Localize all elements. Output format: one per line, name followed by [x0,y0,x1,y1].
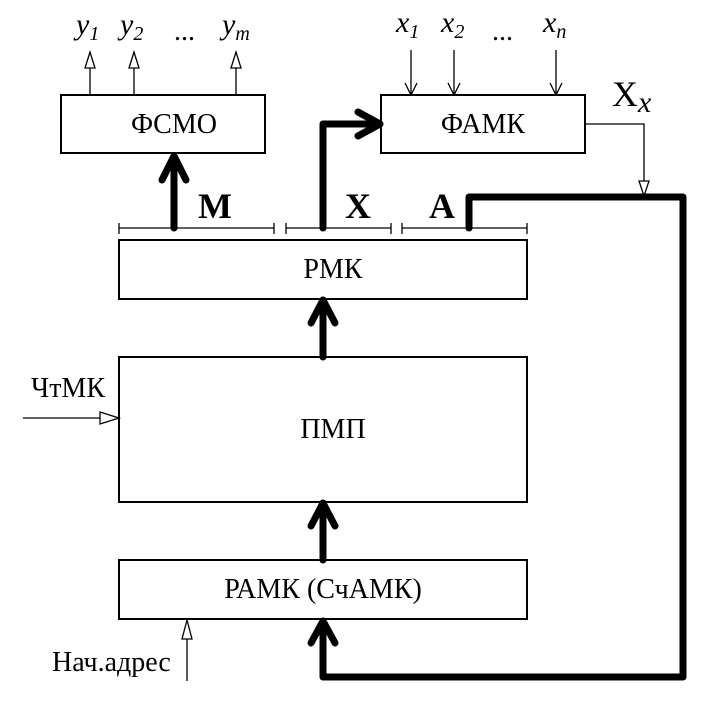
block-rmk-label: РМК [303,254,362,285]
hollow-arrow-up-icon [84,49,96,69]
field-m-label: M [198,186,232,226]
input-x1: x1 [395,6,419,43]
block-fsmo-label: ФСМО [131,109,217,140]
rmk-field-brackets [118,223,528,234]
block-fsmo: ФСМО [60,94,266,154]
block-pmp-label: ПМП [300,414,365,445]
input-signals: x1 x2 ... xn [395,6,566,97]
field-x-label: X [345,186,371,226]
bold-arrow-up-icon [307,499,339,530]
bold-arrow-up-icon [158,152,190,184]
hollow-arrow-up-icon [128,49,140,69]
hollow-arrow-right-icon [99,411,122,425]
bold-arrow-right-icon [354,108,384,140]
xx-signal-line [585,123,645,181]
bus-x-to-famk [319,120,382,232]
bus-a-feedback-to-ramk [319,193,687,681]
bold-arrow-up-icon [307,617,339,647]
bold-arrow-up-icon [307,296,339,327]
hollow-arrow-up-icon [230,49,242,69]
block-famk-label: ФАМК [441,109,525,140]
output-y1: y1 [73,8,99,45]
output-ym: ym [219,8,250,45]
block-rmk: РМК [118,239,528,300]
block-famk: ФАМК [380,94,586,154]
hollow-arrow-up-icon [181,617,193,640]
xx-label: Xx [612,74,652,119]
read-signal-label: ЧтМК [31,373,105,404]
block-ramk: РАМК (СчАМК) [118,559,528,620]
output-y2: y2 [117,8,143,45]
input-ellipsis: ... [492,16,513,47]
hollow-arrow-down-icon [638,180,650,199]
block-pmp: ПМП [118,356,528,503]
input-xn: xn [542,6,566,43]
input-x2: x2 [440,6,464,43]
field-a-label: A [429,186,455,226]
start-address-label: Нач.адрес [52,647,171,678]
output-ellipsis: ... [174,16,195,47]
block-ramk-label: РАМК (СчАМК) [224,574,422,605]
output-signals: y1 y2 ... ym [73,8,250,95]
